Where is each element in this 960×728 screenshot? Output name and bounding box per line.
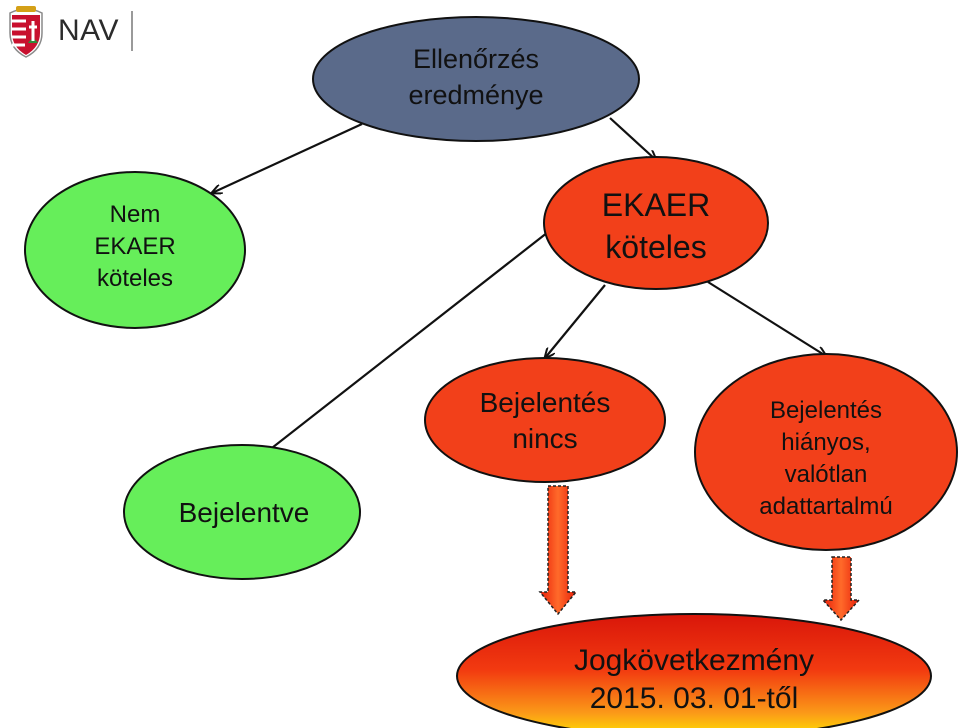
node-no-report-line-1: Bejelentés <box>480 387 611 418</box>
arrow-required-to-no-report <box>545 284 606 358</box>
node-not-required: Nem EKAER köteles <box>24 171 246 329</box>
block-arrow-incomplete <box>821 556 861 622</box>
node-incomplete: Bejelentés hiányos, valótlan adattartalm… <box>694 353 958 551</box>
node-no-report-line-2: nincs <box>512 423 577 454</box>
arrow-required-to-reported <box>245 217 567 469</box>
nav-logo: NAV <box>4 2 133 60</box>
node-required: EKAER köteles <box>543 156 769 290</box>
node-not-required-line-3: köteles <box>97 265 173 292</box>
arrow-required-to-incomplete <box>707 281 826 356</box>
node-reported: Bejelentve <box>123 444 361 580</box>
node-required-line-2: köteles <box>605 229 706 265</box>
node-consequence: Jogkövetkezmény 2015. 03. 01-től <box>456 613 932 728</box>
node-incomplete-line-4: adattartalmú <box>759 493 892 520</box>
node-not-required-line-2: EKAER <box>94 233 175 260</box>
node-root-line-2: eredménye <box>408 80 543 110</box>
hungarian-coat-of-arms-icon <box>9 6 43 58</box>
node-root-line-1: Ellenőrzés <box>413 44 539 74</box>
arrow-root-to-not-required <box>212 123 363 193</box>
node-no-report: Bejelentés nincs <box>424 357 666 483</box>
arrow-root-to-required <box>609 117 656 160</box>
node-required-line-1: EKAER <box>602 187 710 223</box>
node-reported-line-1: Bejelentve <box>179 497 310 528</box>
logo-divider <box>130 11 133 51</box>
node-not-required-line-1: Nem <box>110 201 161 228</box>
connectors <box>212 117 826 469</box>
node-incomplete-line-1: Bejelentés <box>770 397 882 424</box>
node-consequence-line-2: 2015. 03. 01-től <box>590 682 799 715</box>
node-incomplete-line-2: hiányos, <box>781 429 870 456</box>
logo-text: NAV <box>58 14 119 47</box>
node-incomplete-line-3: valótlan <box>785 461 868 488</box>
node-root: Ellenőrzés eredménye <box>312 16 640 142</box>
node-consequence-line-1: Jogkövetkezmény <box>574 644 814 677</box>
block-arrow-no-report <box>538 485 578 616</box>
